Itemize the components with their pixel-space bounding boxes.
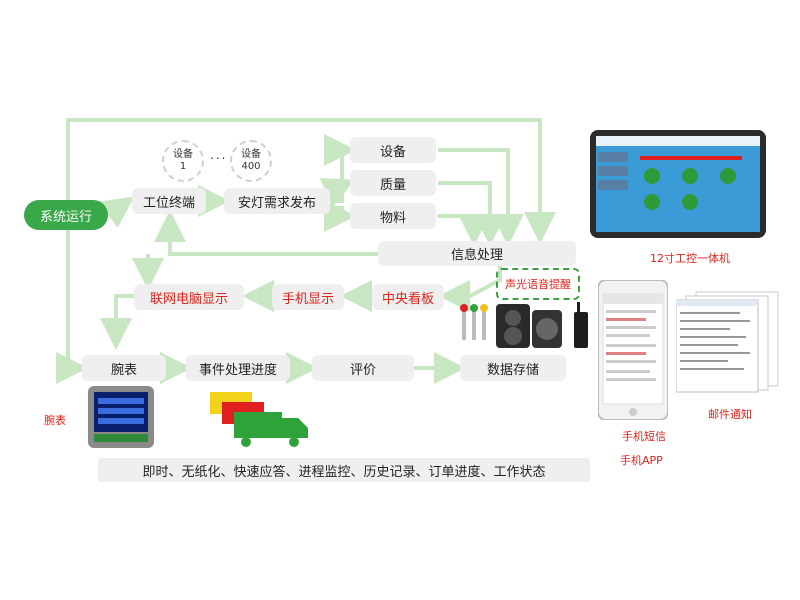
data-storage-node: 数据存储: [460, 355, 566, 381]
email-illustration: [676, 291, 779, 393]
sms-caption: 手机短信: [622, 430, 666, 443]
quality-node: 质量: [350, 170, 436, 196]
phone-display-node: 手机显示: [272, 284, 344, 310]
device-1-circle: 设备 1: [162, 140, 204, 182]
feature-summary-bar: 即时、无纸化、快速应答、进程监控、历史记录、订单进度、工作状态: [98, 458, 590, 482]
pc-display-node: 联网电脑显示: [134, 284, 244, 310]
wristband-node: 腕表: [82, 355, 166, 381]
wristband-illustration: [88, 386, 154, 448]
panel-pc-caption: 12寸工控一体机: [650, 252, 730, 265]
alarm-devices-illustration: [460, 302, 588, 348]
device-400-num: 400: [241, 161, 261, 172]
device-1-num: 1: [179, 161, 187, 172]
app-caption: 手机APP: [620, 454, 663, 467]
sound-light-box: 声光语音提醒: [496, 268, 580, 300]
andon-publish-node: 安灯需求发布: [224, 188, 330, 214]
equipment-node: 设备: [350, 137, 436, 163]
event-progress-node: 事件处理进度: [186, 355, 290, 381]
info-processing-node: 信息处理: [378, 241, 576, 266]
email-caption: 邮件通知: [708, 408, 752, 421]
trucks-illustration: [210, 392, 308, 447]
material-node: 物料: [350, 203, 436, 229]
central-board-node: 中央看板: [372, 284, 444, 310]
tablet-illustration: [598, 280, 668, 420]
system-run-node: 系统运行: [24, 200, 108, 230]
device-ellipsis: ...: [210, 148, 228, 162]
device-400-label: 设备: [241, 149, 261, 160]
device-1-label: 设备: [173, 149, 193, 160]
wristband-caption: 腕表: [44, 414, 66, 427]
evaluation-node: 评价: [312, 355, 414, 381]
device-400-circle: 设备 400: [230, 140, 272, 182]
panel-pc-illustration: [590, 130, 766, 238]
workstation-node: 工位终端: [132, 188, 206, 214]
